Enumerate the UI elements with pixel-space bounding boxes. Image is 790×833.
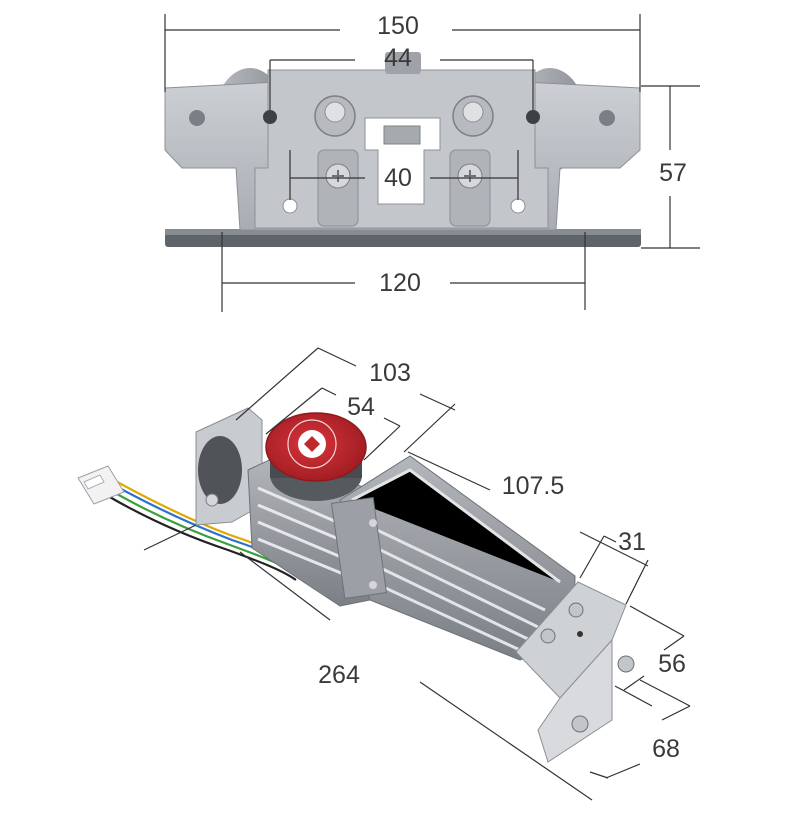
dim-gearbox-length: 107.5 bbox=[502, 472, 565, 500]
roller-carriage-front-view bbox=[164, 52, 641, 247]
dim-overall-length: 264 bbox=[318, 661, 360, 689]
dim-cap-to-gearbox: 103 bbox=[369, 359, 411, 387]
mounting-hole bbox=[510, 198, 526, 214]
mounting-hole bbox=[282, 198, 298, 214]
dim-base-width: 120 bbox=[379, 269, 421, 297]
gearbox-housing bbox=[330, 455, 576, 661]
lower-screw-left bbox=[317, 149, 359, 227]
dim-hole-spacing-upper: 44 bbox=[384, 44, 412, 72]
top-notch-block bbox=[385, 52, 421, 74]
dim-height: 57 bbox=[659, 159, 687, 187]
dim-hole-spacing-lower: 40 bbox=[384, 164, 412, 192]
mounting-hole bbox=[263, 110, 277, 124]
front-mount-bracket bbox=[515, 581, 635, 763]
top-view-dimensions: 150 44 40 57 120 bbox=[164, 12, 700, 312]
dim-bracket-depth: 31 bbox=[618, 528, 646, 556]
dim-bracket-height: 68 bbox=[652, 735, 680, 763]
dim-bracket-width: 56 bbox=[658, 650, 686, 678]
brake-cap bbox=[265, 412, 367, 501]
mounting-hole bbox=[526, 110, 540, 124]
lower-screw-right bbox=[449, 149, 491, 227]
wire-connector bbox=[77, 465, 125, 505]
motor-view-dimensions: 103 54 107.5 31 56 68 264 bbox=[143, 347, 691, 801]
dim-cap-diameter: 54 bbox=[347, 393, 375, 421]
upper-adjuster-right bbox=[452, 95, 494, 137]
dim-overall-width: 150 bbox=[377, 12, 419, 40]
mounting-hole bbox=[189, 110, 205, 126]
upper-adjuster-left bbox=[314, 95, 356, 137]
mounting-hole bbox=[599, 110, 615, 126]
motor-unit-isometric bbox=[77, 407, 635, 763]
